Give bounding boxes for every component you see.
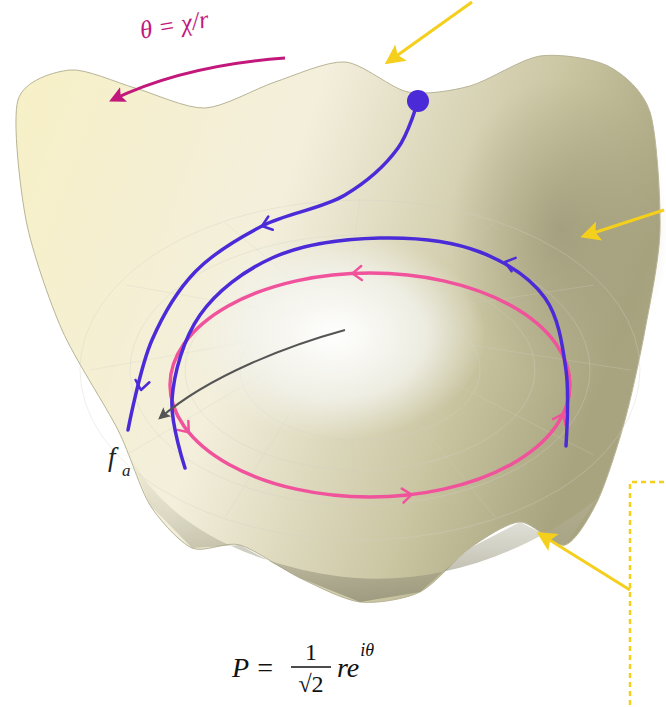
orbit-arrow: [353, 266, 362, 280]
angle-arrow: [112, 58, 285, 100]
field-trajectory: [128, 101, 418, 430]
vacuum-orbit: [170, 273, 570, 497]
fraction-bar: [291, 666, 331, 668]
exponent-label: iθ: [360, 641, 374, 659]
radius-arrow: [160, 330, 345, 418]
formula-label: P =: [232, 654, 275, 682]
formula-label: re: [337, 654, 359, 682]
orbit-arrow: [402, 489, 412, 503]
callout-arrow: [388, 2, 472, 62]
trajectory-arrow: [505, 258, 516, 271]
grid-line: [80, 200, 640, 540]
callout-bracket: [630, 482, 664, 705]
angle-label: θ = χ/r: [138, 6, 211, 43]
orbit-arrow: [553, 414, 566, 425]
orbit-arrow: [178, 421, 189, 432]
central-bump: [185, 230, 485, 440]
fraction-denominator: √2: [298, 672, 323, 696]
trajectory-arrow: [262, 217, 273, 230]
subscript-label: a: [122, 462, 131, 479]
fraction-numerator: 1: [305, 640, 317, 664]
callout-arrow: [540, 534, 630, 590]
callout-arrow: [584, 210, 664, 236]
initial-field-dot: [407, 90, 429, 112]
surface-front-wall: [120, 432, 598, 602]
trajectory-arrow: [136, 380, 150, 390]
field-trajectory: [172, 238, 568, 468]
decay-constant-label: f: [108, 444, 116, 471]
